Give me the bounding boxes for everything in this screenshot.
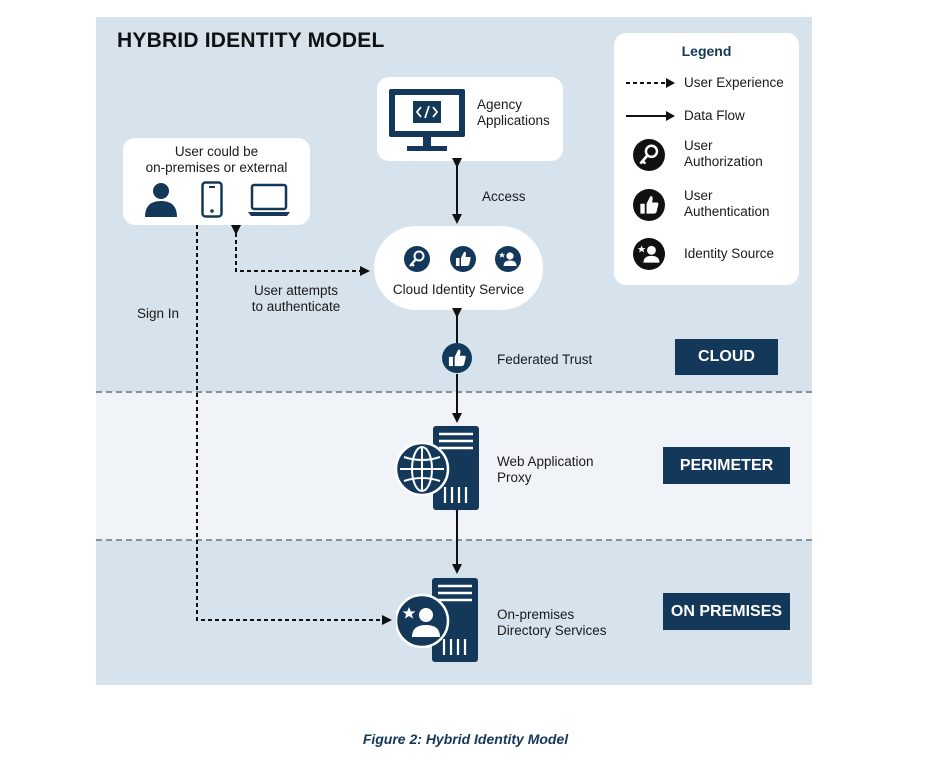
access-label: Access: [482, 189, 526, 204]
dashed-arrow-icon: [626, 78, 675, 88]
solid-arrow-icon: [626, 111, 675, 121]
agency-applications-card: Agency Applications: [377, 77, 563, 161]
legend-heading: Legend: [681, 43, 732, 59]
server-globe-icon: [395, 426, 479, 510]
legend-label-user-authorization: User Authorization: [684, 138, 763, 169]
cloud-perimeter-divider: [96, 391, 812, 393]
user-card: User could be on-premises or external: [123, 138, 310, 225]
legend-label-data-flow: Data Flow: [684, 108, 745, 123]
authenticate-dashed-arrow: [231, 225, 370, 276]
perimeter-zone-label: PERIMETER: [663, 447, 790, 484]
thumbs-up-icon: [450, 246, 476, 272]
user-card-label: User could be on-premises or external: [145, 144, 288, 175]
phone-icon: [201, 181, 223, 218]
federated-trust-label: Federated Trust: [497, 352, 593, 367]
diagram-title: HYBRID IDENTITY MODEL: [117, 29, 385, 52]
legend-label-identity-source: Identity Source: [684, 246, 775, 261]
key-icon: [633, 139, 665, 171]
on-premises-zone-label: ON PREMISES: [663, 593, 790, 630]
legend-box: Legend User Experience Data Flow User Au…: [614, 33, 799, 285]
server-identity-icon: [396, 578, 478, 662]
sign-in-dashed-arrow: [196, 225, 392, 625]
laptop-icon: [248, 183, 290, 216]
directory-services-label: On-premises Directory Services: [497, 607, 607, 638]
agency-applications-label: Agency Applications: [477, 97, 550, 128]
person-icon: [145, 183, 177, 217]
web-application-proxy-label: Web Application Proxy: [497, 454, 594, 485]
star-user-icon: [495, 246, 521, 272]
code-monitor-icon: [389, 89, 465, 151]
key-icon: [404, 246, 430, 272]
figure-caption: Figure 2: Hybrid Identity Model: [362, 731, 569, 747]
cloud-identity-service-card: Cloud Identity Service: [374, 226, 543, 310]
thumbs-up-icon: [633, 189, 665, 221]
thumbs-up-icon: [442, 343, 472, 373]
star-user-icon: [633, 238, 665, 270]
cloud-zone-label: CLOUD: [675, 339, 778, 375]
authenticate-label: User attempts to authenticate: [251, 283, 341, 314]
sign-in-label: Sign In: [137, 306, 180, 321]
legend-label-user-experience: User Experience: [684, 75, 784, 90]
cloud-identity-service-label: Cloud Identity Service: [392, 282, 525, 297]
legend-label-user-authentication: User Authentication: [684, 188, 770, 219]
